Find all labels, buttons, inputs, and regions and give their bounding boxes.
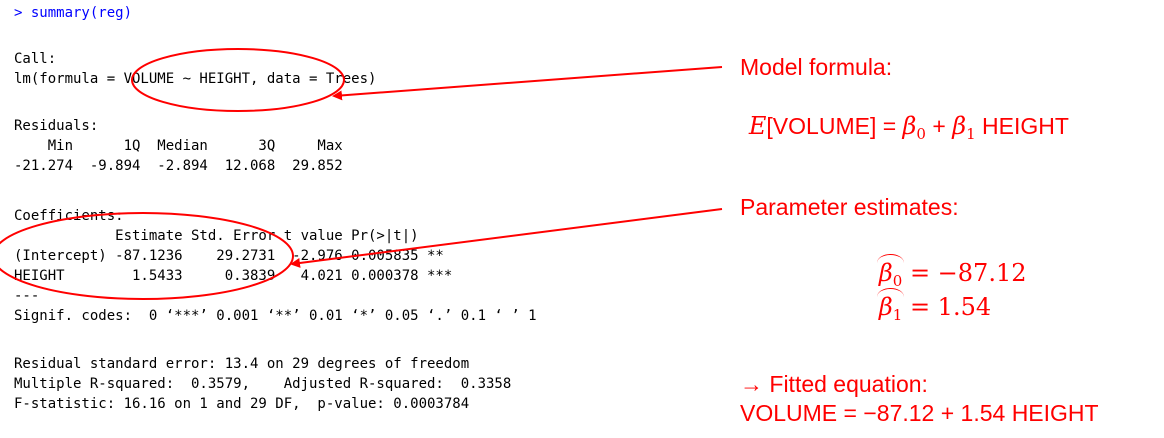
residuals-heading: Residuals: bbox=[14, 118, 99, 134]
residuals-header: Min 1Q Median 3Q Max bbox=[14, 138, 352, 154]
coefficients-heading: Coefficients: bbox=[14, 208, 124, 224]
r-squared-line: Multiple R-squared: 0.3579, Adjusted R-s… bbox=[14, 376, 520, 392]
coef-separator: --- bbox=[14, 288, 40, 304]
subscript-0: 0 bbox=[892, 272, 903, 290]
beta0-hat: β0 bbox=[876, 254, 905, 290]
coef-row-height: HEIGHT 1.5433 0.3839 4.021 0.000378 *** bbox=[14, 268, 453, 284]
model-lhs: [VOLUME] = bbox=[766, 113, 903, 139]
signif-codes: Signif. codes: 0 ‘***’ 0.001 ‘**’ 0.01 ‘… bbox=[14, 308, 537, 324]
beta0-value: = −87.12 bbox=[902, 259, 1027, 287]
beta0-estimate: β0 = −87.12 bbox=[870, 224, 1027, 296]
r-console-output: > summary(reg) Call: lm(formula = VOLUME… bbox=[14, 5, 537, 412]
f-statistic-line: F-statistic: 16.16 on 1 and 29 DF, p-val… bbox=[14, 396, 470, 412]
expectation-symbol: E bbox=[748, 112, 767, 140]
residual-standard-error: Residual standard error: 13.4 on 29 degr… bbox=[14, 356, 470, 372]
beta1-hat: β1 bbox=[876, 288, 905, 324]
fitted-equation: VOLUME = −87.12 + 1.54 HEIGHT bbox=[740, 400, 1099, 426]
residuals-values: -21.274 -9.894 -2.894 12.068 29.852 bbox=[14, 158, 352, 174]
console-command: > summary(reg) bbox=[14, 5, 133, 21]
subscript-1: 1 bbox=[892, 306, 903, 324]
beta-glyph: β bbox=[878, 259, 893, 287]
subscript-1: 1 bbox=[966, 125, 976, 143]
call-heading: Call: bbox=[14, 51, 57, 67]
beta-1-symbol: β1 bbox=[952, 112, 976, 143]
coef-row-intercept: (Intercept) -87.1236 29.2731 -2.976 0.00… bbox=[14, 248, 453, 264]
beta-glyph: β bbox=[952, 112, 967, 140]
hat-accent: β1 bbox=[876, 286, 905, 330]
beta-glyph: β bbox=[878, 293, 893, 321]
model-formula-heading: Model formula: bbox=[740, 54, 893, 80]
plus-sign: + bbox=[925, 113, 953, 139]
parameter-estimates-heading: Parameter estimates: bbox=[740, 194, 959, 220]
beta-glyph: β bbox=[902, 112, 917, 140]
subscript-0: 0 bbox=[916, 125, 926, 143]
hat-accent: β0 bbox=[876, 252, 905, 296]
beta-0-symbol: β0 bbox=[902, 112, 926, 143]
coef-table-header: Estimate Std. Error t value Pr(>|t|) bbox=[14, 228, 453, 244]
call-line: lm(formula = VOLUME ~ HEIGHT, data = Tre… bbox=[14, 71, 377, 87]
fitted-equation-heading: → Fitted equation: bbox=[740, 371, 928, 397]
height-word: HEIGHT bbox=[975, 113, 1069, 139]
beta1-value: = 1.54 bbox=[902, 293, 992, 321]
model-formula-equation: E[VOLUME] = β0 + β1 HEIGHT bbox=[740, 83, 1069, 149]
beta1-estimate: β1 = 1.54 bbox=[870, 258, 991, 330]
